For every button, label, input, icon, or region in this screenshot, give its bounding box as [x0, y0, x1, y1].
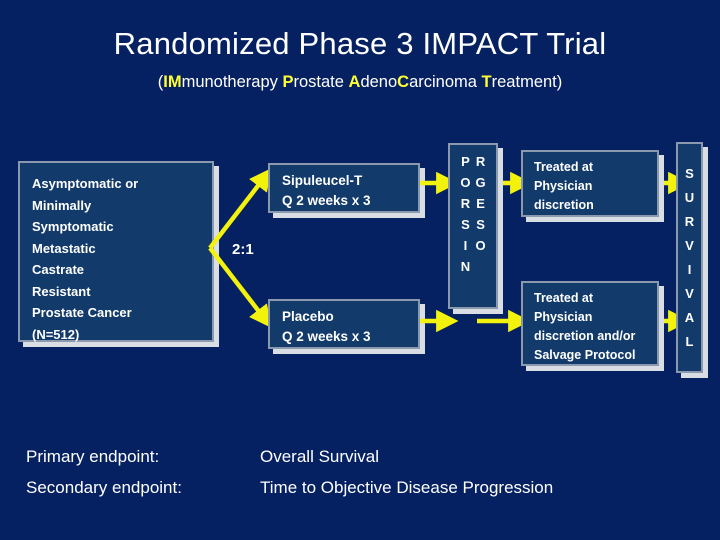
progression-letter: R	[460, 196, 471, 211]
arm-control-line: Q 2 weeks x 3	[282, 329, 371, 344]
arm-control-line: Placebo	[282, 309, 334, 324]
progression-letter: S	[461, 217, 470, 232]
arm-treatment-line: Q 2 weeks x 3	[282, 193, 371, 208]
survival-letter: A	[684, 309, 695, 325]
progression-letter: S	[476, 217, 485, 232]
post-progression-upper-line: Physician	[534, 179, 593, 193]
endpoint-row: Primary endpoint: Overall Survival	[26, 441, 553, 472]
acronym-letter: P	[282, 72, 294, 91]
arrow-lower-treatment-to-survival	[664, 309, 691, 333]
acronym-letter: IM	[163, 72, 182, 91]
arrow-progression-to-upper-treatment	[498, 171, 533, 195]
title-block: Randomized Phase 3 IMPACT Trial (IMmunot…	[0, 0, 720, 91]
arrow-upper-treatment-to-survival	[664, 171, 691, 195]
post-progression-upper-box: Treated at Physician discretion	[521, 150, 659, 217]
arrow-progression-to-lower-treatment	[477, 309, 531, 333]
progression-letter: I	[463, 238, 468, 253]
acronym-letter: T	[481, 72, 492, 91]
post-progression-lower-line: Treated at	[534, 291, 594, 305]
population-line: Asymptomatic or	[32, 176, 139, 191]
post-progression-lower-line: Physician	[534, 310, 593, 324]
progression-letter: E	[476, 196, 485, 211]
arm-placebo-box: Placebo Q 2 weeks x 3	[268, 299, 420, 349]
progression-letter: O	[460, 175, 471, 190]
population-line: Prostate Cancer	[32, 305, 132, 320]
endpoint-value: Time to Objective Disease Progression	[260, 478, 554, 497]
endpoint-row: Secondary endpoint: Time to Objective Dis…	[26, 472, 553, 503]
survival-letter: S	[685, 165, 694, 181]
population-line: (N=512)	[32, 326, 80, 342]
progression-letter: O	[475, 238, 486, 253]
post-progression-lower-line: Salvage Protocol	[534, 348, 636, 362]
arm-treatment-line: Sipuleucel-T	[282, 173, 363, 188]
arm-sipuleucel-box: Sipuleucel-T Q 2 weeks x 3	[268, 163, 420, 213]
endpoint-value: Overall Survival	[260, 447, 380, 466]
post-progression-upper-line: discretion	[534, 198, 594, 212]
survival-letter: U	[684, 189, 695, 205]
acronym-letter: A	[348, 72, 361, 91]
page-subtitle: (IMmunotherapy Prostate AdenoCarcinoma T…	[157, 72, 563, 91]
endpoint-label: Secondary endpoint:	[26, 478, 182, 497]
survival-letter: V	[685, 237, 694, 253]
arrow-sipuleucel-to-progression	[420, 171, 459, 195]
population-line: Resistant	[32, 283, 91, 299]
population-line: Castrate	[32, 262, 85, 277]
survival-letter: L	[685, 333, 694, 349]
page-title: Randomized Phase 3 IMPACT Trial	[113, 26, 607, 61]
progression-letter: P	[461, 154, 470, 169]
population-line: Symptomatic	[32, 219, 114, 234]
progression-letter: N	[460, 259, 471, 274]
randomization-arrows	[208, 168, 272, 328]
progression-letter: G	[475, 175, 486, 190]
endpoint-label: Primary endpoint:	[26, 447, 160, 466]
progression-letter: R	[475, 154, 486, 169]
arrow-placebo-to-progression	[420, 309, 459, 333]
post-progression-upper-line: Treated at	[534, 160, 594, 174]
acronym-letter: C	[397, 72, 410, 91]
population-line: Minimally	[32, 197, 92, 213]
population-line: Metastatic	[32, 240, 96, 256]
post-progression-lower-line: discretion and/or	[534, 329, 636, 343]
randomization-ratio-label: 2:1	[232, 241, 254, 258]
survival-letter: R	[684, 213, 695, 229]
survival-letter: I	[687, 261, 692, 277]
survival-letter: V	[685, 285, 694, 301]
